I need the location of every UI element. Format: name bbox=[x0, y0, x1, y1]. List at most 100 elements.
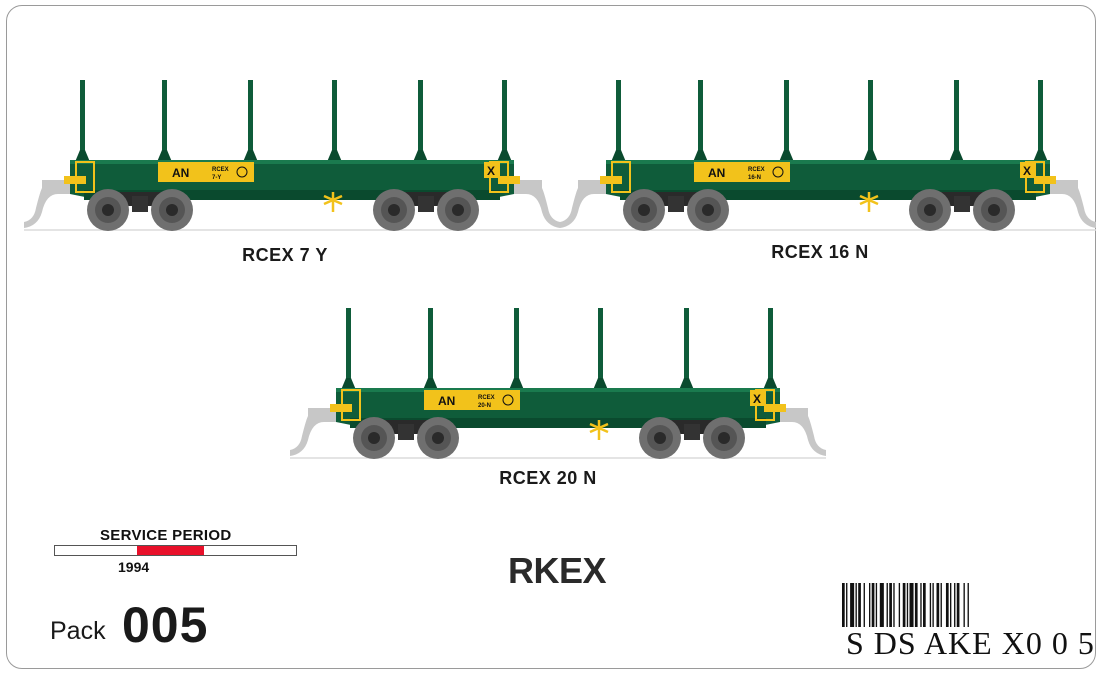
wagon-caption: RCEX 20 N bbox=[499, 468, 597, 488]
stanchion-base bbox=[423, 378, 438, 390]
barcode-bar bbox=[929, 583, 932, 627]
end-mark-panel bbox=[484, 162, 500, 178]
wheel-axle bbox=[718, 432, 730, 444]
buffer-right bbox=[1034, 176, 1056, 184]
stanchion-base bbox=[243, 150, 258, 162]
bogie-spring bbox=[954, 196, 970, 212]
wheel-axle bbox=[166, 204, 178, 216]
wheel-axle bbox=[388, 204, 400, 216]
barcode-bar bbox=[920, 583, 922, 627]
barcode-bar bbox=[863, 583, 865, 627]
stanchion-base bbox=[157, 150, 172, 162]
stanchion bbox=[698, 80, 703, 162]
stanchion bbox=[162, 80, 167, 162]
barcode-bar bbox=[842, 583, 845, 627]
barcode-bar bbox=[855, 583, 857, 627]
panel-roundel bbox=[502, 394, 514, 406]
stanchion-base bbox=[949, 150, 964, 162]
logo-panel bbox=[694, 162, 790, 182]
wheel-axle bbox=[988, 204, 1000, 216]
class-code: RKEX bbox=[508, 550, 607, 591]
barcode-bar bbox=[950, 583, 952, 627]
stanchion-base bbox=[693, 150, 708, 162]
stanchion bbox=[248, 80, 253, 162]
logo-panel bbox=[158, 162, 254, 182]
underframe bbox=[350, 418, 766, 428]
wagon-illustration: AN RCEX 16-N X bbox=[560, 72, 1096, 234]
barcode-bar bbox=[875, 583, 878, 627]
wheel-axle bbox=[654, 432, 666, 444]
stanchion bbox=[954, 80, 959, 162]
panel-code: RCEX bbox=[748, 167, 765, 173]
coupler-left bbox=[560, 180, 616, 228]
barcode-bar bbox=[869, 583, 871, 627]
logo-panel bbox=[424, 390, 520, 410]
barcode-bar bbox=[923, 583, 926, 627]
stanchion bbox=[80, 80, 85, 162]
stanchion bbox=[784, 80, 789, 162]
buffer-left bbox=[330, 404, 352, 412]
barcode-bar bbox=[909, 583, 914, 627]
barcode-bar bbox=[914, 583, 918, 627]
wheel-axle bbox=[924, 204, 936, 216]
stanchion bbox=[1038, 80, 1043, 162]
stanchion bbox=[598, 308, 603, 390]
barcode-bar bbox=[945, 583, 949, 627]
stanchion bbox=[616, 80, 621, 162]
end-mark-panel bbox=[1020, 162, 1036, 178]
pack-number: 005 bbox=[122, 597, 209, 653]
barcode-bar bbox=[963, 583, 965, 627]
panel-roundel bbox=[236, 166, 248, 178]
end-mark: X bbox=[1023, 164, 1031, 178]
panel-number: 20-N bbox=[478, 403, 491, 409]
stanchion bbox=[332, 80, 337, 162]
logo-text: AN bbox=[708, 166, 725, 180]
underframe bbox=[84, 190, 500, 200]
barcode-bar bbox=[932, 583, 934, 627]
stanchion-base bbox=[611, 150, 626, 162]
stanchion-base bbox=[779, 150, 794, 162]
panel-code: RCEX bbox=[212, 167, 229, 173]
stanchion bbox=[514, 308, 519, 390]
service-period-fill bbox=[136, 546, 205, 555]
barcode-bar bbox=[967, 583, 969, 627]
stanchion-base bbox=[509, 378, 524, 390]
stanchion bbox=[346, 308, 351, 390]
wheel-axle bbox=[432, 432, 444, 444]
coupler-left bbox=[290, 408, 346, 456]
stanchion-base bbox=[1033, 150, 1048, 162]
wheel-axle bbox=[102, 204, 114, 216]
panel-roundel bbox=[772, 166, 784, 178]
service-period-title: SERVICE PERIOD bbox=[100, 527, 232, 544]
pack-label: Pack bbox=[50, 617, 106, 645]
panel-number: 16-N bbox=[748, 175, 761, 181]
service-period-year: 1994 bbox=[118, 559, 150, 575]
barcode-bar bbox=[936, 583, 940, 627]
stanchion-base bbox=[413, 150, 428, 162]
coupler-right bbox=[504, 180, 560, 228]
barcode-bar bbox=[893, 583, 895, 627]
body-highlight bbox=[70, 160, 514, 164]
barcode-bar bbox=[898, 583, 901, 627]
coupler-right bbox=[1040, 180, 1096, 228]
bogie-spring bbox=[684, 424, 700, 440]
barcode-bar bbox=[850, 583, 855, 627]
panel-code: RCEX bbox=[478, 395, 495, 401]
barcode-bar bbox=[858, 583, 861, 627]
stanchion-base bbox=[763, 378, 778, 390]
stanchion-base bbox=[679, 378, 694, 390]
barcode-bar bbox=[906, 583, 909, 627]
brake-wheel bbox=[323, 192, 343, 212]
underframe bbox=[620, 190, 1036, 200]
wagon-caption: RCEX 16 N bbox=[771, 242, 869, 262]
stanchion bbox=[428, 308, 433, 390]
stanchion bbox=[684, 308, 689, 390]
brake-wheel bbox=[589, 420, 609, 440]
barcode-bar bbox=[956, 583, 960, 627]
barcode-bar bbox=[879, 583, 884, 627]
barcode-text: S DS AKE X0 0 5 bbox=[846, 625, 1095, 661]
barcode-bar bbox=[846, 583, 848, 627]
coupler-right bbox=[770, 408, 826, 456]
